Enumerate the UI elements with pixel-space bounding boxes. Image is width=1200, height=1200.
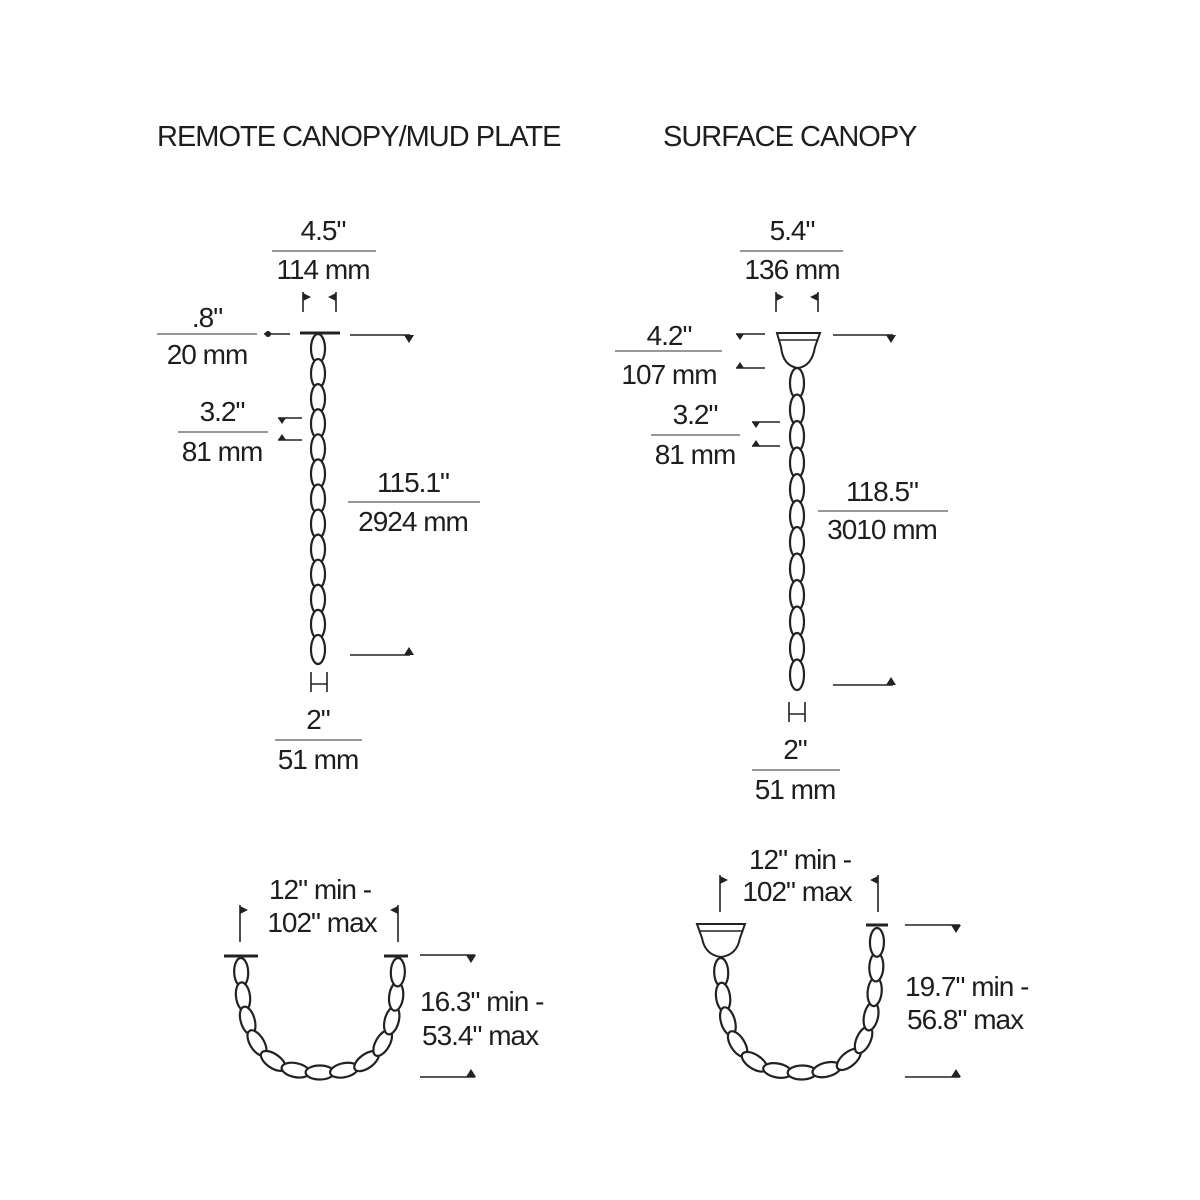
surface-span-line2: 102" max <box>742 876 852 907</box>
surface-length-in: 118.5" <box>846 476 918 507</box>
remote-canopy-title: REMOTE CANOPY/MUD PLATE <box>157 121 561 153</box>
surface-canopy-title: SURFACE CANOPY <box>663 121 917 153</box>
remote-chain-width-in: 2" <box>306 704 330 735</box>
chain-link <box>309 633 327 666</box>
remote-length-in: 115.1" <box>377 467 449 498</box>
remote-drop-line1: 16.3" min - <box>420 986 544 1017</box>
remote-span-line1: 12" min - <box>269 874 372 905</box>
surface-canopy-width-mm: 136 mm <box>744 254 839 285</box>
chain <box>309 332 327 666</box>
surface-link-mm: 81 mm <box>655 439 736 470</box>
surface-canopy-width-in: 5.4" <box>770 215 815 246</box>
remote-drop-line2: 53.4" max <box>422 1020 539 1051</box>
chain-link <box>868 926 886 958</box>
chain <box>788 366 806 692</box>
surface-length-mm: 3010 mm <box>827 514 937 545</box>
remote-span-line2: 102" max <box>267 907 377 938</box>
surface-canopy <box>775 332 822 370</box>
surface-drop-line2: 56.8" max <box>907 1004 1024 1035</box>
remote-chain-width-mm: 51 mm <box>278 744 359 775</box>
chain-link <box>788 658 806 692</box>
chain <box>233 956 406 1081</box>
remote-swag-drawing: 12" min - 102" max 16.3" min - 53.4" max <box>224 874 545 1081</box>
remote-canopy-height-mm: 20 mm <box>167 339 248 370</box>
surface-swag-drawing: 12" min - 102" max 19.7" min - 56.8" max <box>695 844 1030 1081</box>
remote-length-mm: 2924 mm <box>358 506 468 537</box>
surface-canopy-height-mm: 107 mm <box>621 359 716 390</box>
remote-canopy-width-in: 4.5" <box>301 215 346 246</box>
surface-canopy-height-in: 4.2" <box>647 320 692 351</box>
remote-canopy-width-mm: 114 mm <box>276 254 369 285</box>
remote-link-mm: 81 mm <box>182 436 263 467</box>
remote-link-in: 3.2" <box>200 396 245 427</box>
surface-chain-width-mm: 51 mm <box>755 774 836 805</box>
surface-chain-width-in: 2" <box>783 734 807 765</box>
chain <box>713 926 886 1081</box>
surface-span-line1: 12" min - <box>749 844 852 875</box>
remote-straight-drawing: 4.5" 114 mm .8" 20 mm 3.2" 81 mm 115.1" … <box>157 215 480 775</box>
surface-straight-drawing: 5.4" 136 mm 4.2" 107 mm 3.2" 81 mm 118.5… <box>615 215 948 805</box>
remote-canopy-height-in: .8" <box>192 302 222 333</box>
surface-drop-line1: 19.7" min - <box>905 971 1029 1002</box>
surface-swag-canopy <box>695 923 747 959</box>
chain-link <box>389 956 406 988</box>
surface-link-in: 3.2" <box>673 399 718 430</box>
